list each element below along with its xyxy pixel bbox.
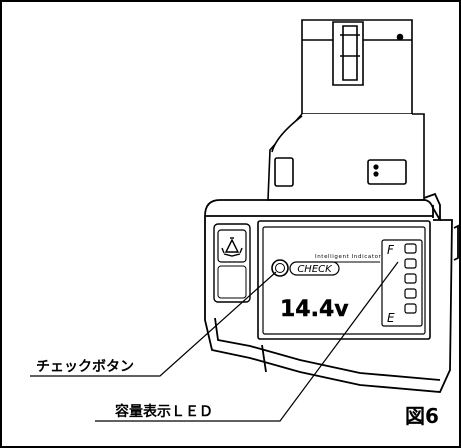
check-label-capsule <box>289 261 340 276</box>
voltage-label: 14.4v <box>280 297 349 322</box>
led-empty-mark: E <box>387 311 395 325</box>
led-2 <box>404 258 417 269</box>
check-label: CHECK <box>297 264 333 275</box>
led-4 <box>404 288 417 299</box>
check-button-callout: チェックボタン <box>36 359 134 375</box>
figure-label: 図6 <box>405 404 439 428</box>
battery-terminal <box>301 19 413 115</box>
recycle-badge <box>213 223 251 303</box>
led-3 <box>404 273 417 284</box>
indicator-panel: Intelligent Indicator CHECK 14.4v F E <box>257 220 431 340</box>
capacity-led-callout: 容量表示ＬＥＤ <box>114 403 213 420</box>
callout-lines <box>30 261 399 422</box>
led-1 <box>404 243 417 254</box>
led-5 <box>404 303 417 314</box>
battery-body <box>204 192 459 393</box>
indicator-caption: Intelligent Indicator <box>315 254 382 260</box>
recycle-icon <box>221 237 243 257</box>
battery-neck <box>267 113 425 201</box>
led-full-mark: F <box>387 243 395 257</box>
